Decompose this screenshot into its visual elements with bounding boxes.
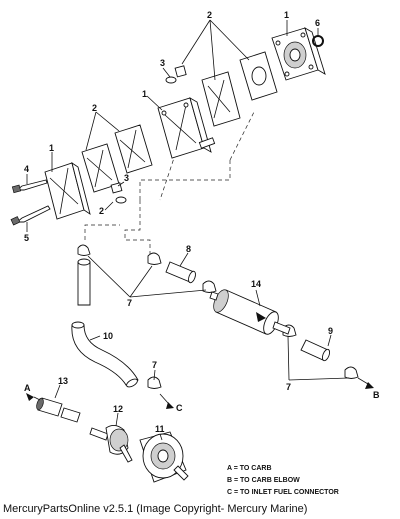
fuel-pump-unit bbox=[139, 431, 189, 483]
leader-lines bbox=[26, 19, 350, 441]
callout-1-pump-body: 1 bbox=[142, 89, 147, 99]
connector-label-c: C bbox=[176, 403, 183, 413]
hose-short-upper bbox=[165, 261, 196, 284]
screw-short bbox=[11, 179, 48, 194]
hose-clamp-2 bbox=[147, 252, 162, 265]
connector-label-b: B bbox=[373, 390, 380, 400]
hose-clamp-5 bbox=[344, 366, 359, 379]
connector-arrow-c bbox=[159, 393, 174, 409]
callout-1-left-cover: 1 bbox=[49, 143, 54, 153]
connector-label-a: A bbox=[24, 383, 31, 393]
o-ring bbox=[312, 35, 324, 47]
hose-vertical bbox=[77, 258, 91, 306]
callout-2-top-gaskets: 2 bbox=[207, 10, 212, 20]
callout-7-clamps-middle: 7 bbox=[127, 298, 132, 308]
callout-8-hose: 8 bbox=[186, 244, 191, 254]
hose-clamp-1 bbox=[77, 244, 91, 256]
callout-7-clamp-low: 7 bbox=[152, 360, 157, 370]
callout-9-hose: 9 bbox=[328, 326, 333, 336]
connector-legend: A = TO CARB B = TO CARB ELBOW C = TO INL… bbox=[227, 465, 339, 496]
diaphragm-left-a bbox=[114, 124, 153, 174]
hose-long-curved bbox=[71, 321, 139, 388]
callout-4-short-screw: 4 bbox=[24, 164, 29, 174]
pump-cover-top bbox=[271, 27, 326, 81]
callout-3-top-valve: 3 bbox=[160, 58, 165, 68]
fuel-filter bbox=[209, 289, 291, 335]
callout-2-low-gasket: 2 bbox=[99, 206, 104, 216]
connector-arrow-a bbox=[26, 393, 41, 401]
callout-13-connector: 13 bbox=[58, 376, 68, 386]
diaphragm-top bbox=[201, 71, 241, 127]
callout-3-mid-valve: 3 bbox=[124, 173, 129, 183]
legend-c: C = TO INLET FUEL CONNECTOR bbox=[227, 489, 339, 496]
callout-2-left-diaphragms: 2 bbox=[92, 103, 97, 113]
pump-body-middle bbox=[157, 97, 216, 159]
callout-11-pump: 11 bbox=[155, 424, 165, 434]
copyright-footer: MercuryPartsOnline v2.5.1 (Image Copyrig… bbox=[3, 503, 308, 515]
callout-14-fuel-filter: 14 bbox=[251, 279, 261, 289]
callout-5-long-screw: 5 bbox=[24, 233, 29, 243]
callout-6-o-ring: 6 bbox=[315, 18, 320, 28]
connector-fitting bbox=[36, 397, 81, 423]
screw-long bbox=[10, 205, 51, 226]
callout-12-primer: 12 bbox=[113, 404, 123, 414]
hose-clamp-6 bbox=[147, 376, 162, 389]
pump-cover-left bbox=[44, 161, 91, 220]
fuel-primer-part bbox=[89, 425, 133, 463]
gasket-top-right bbox=[239, 51, 278, 101]
callout-7-clamps-right: 7 bbox=[286, 382, 291, 392]
hose-clamp-3 bbox=[202, 280, 217, 293]
legend-b: B = TO CARB ELBOW bbox=[227, 477, 300, 484]
connector-arrow-b bbox=[357, 377, 374, 389]
callout-1-top-cover: 1 bbox=[284, 10, 289, 20]
legend-a: A = TO CARB bbox=[227, 465, 272, 472]
hose-short-right bbox=[300, 339, 331, 362]
check-valve-top bbox=[165, 65, 187, 84]
callout-10-curved-hose: 10 bbox=[103, 331, 113, 341]
